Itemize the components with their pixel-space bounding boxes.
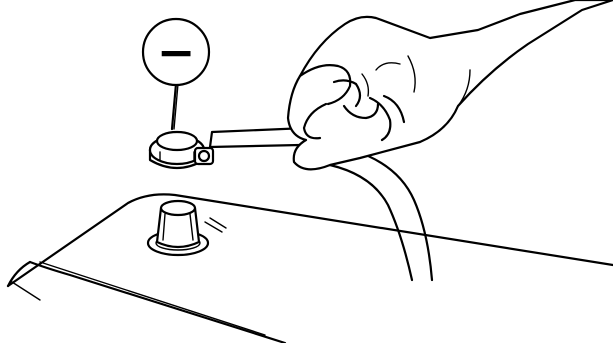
battery-case bbox=[8, 194, 613, 343]
minus-sign-icon: − bbox=[157, 25, 196, 79]
hand-icon bbox=[288, 0, 613, 169]
battery-cable bbox=[330, 150, 432, 280]
battery-negative-terminal-icon bbox=[148, 201, 208, 255]
